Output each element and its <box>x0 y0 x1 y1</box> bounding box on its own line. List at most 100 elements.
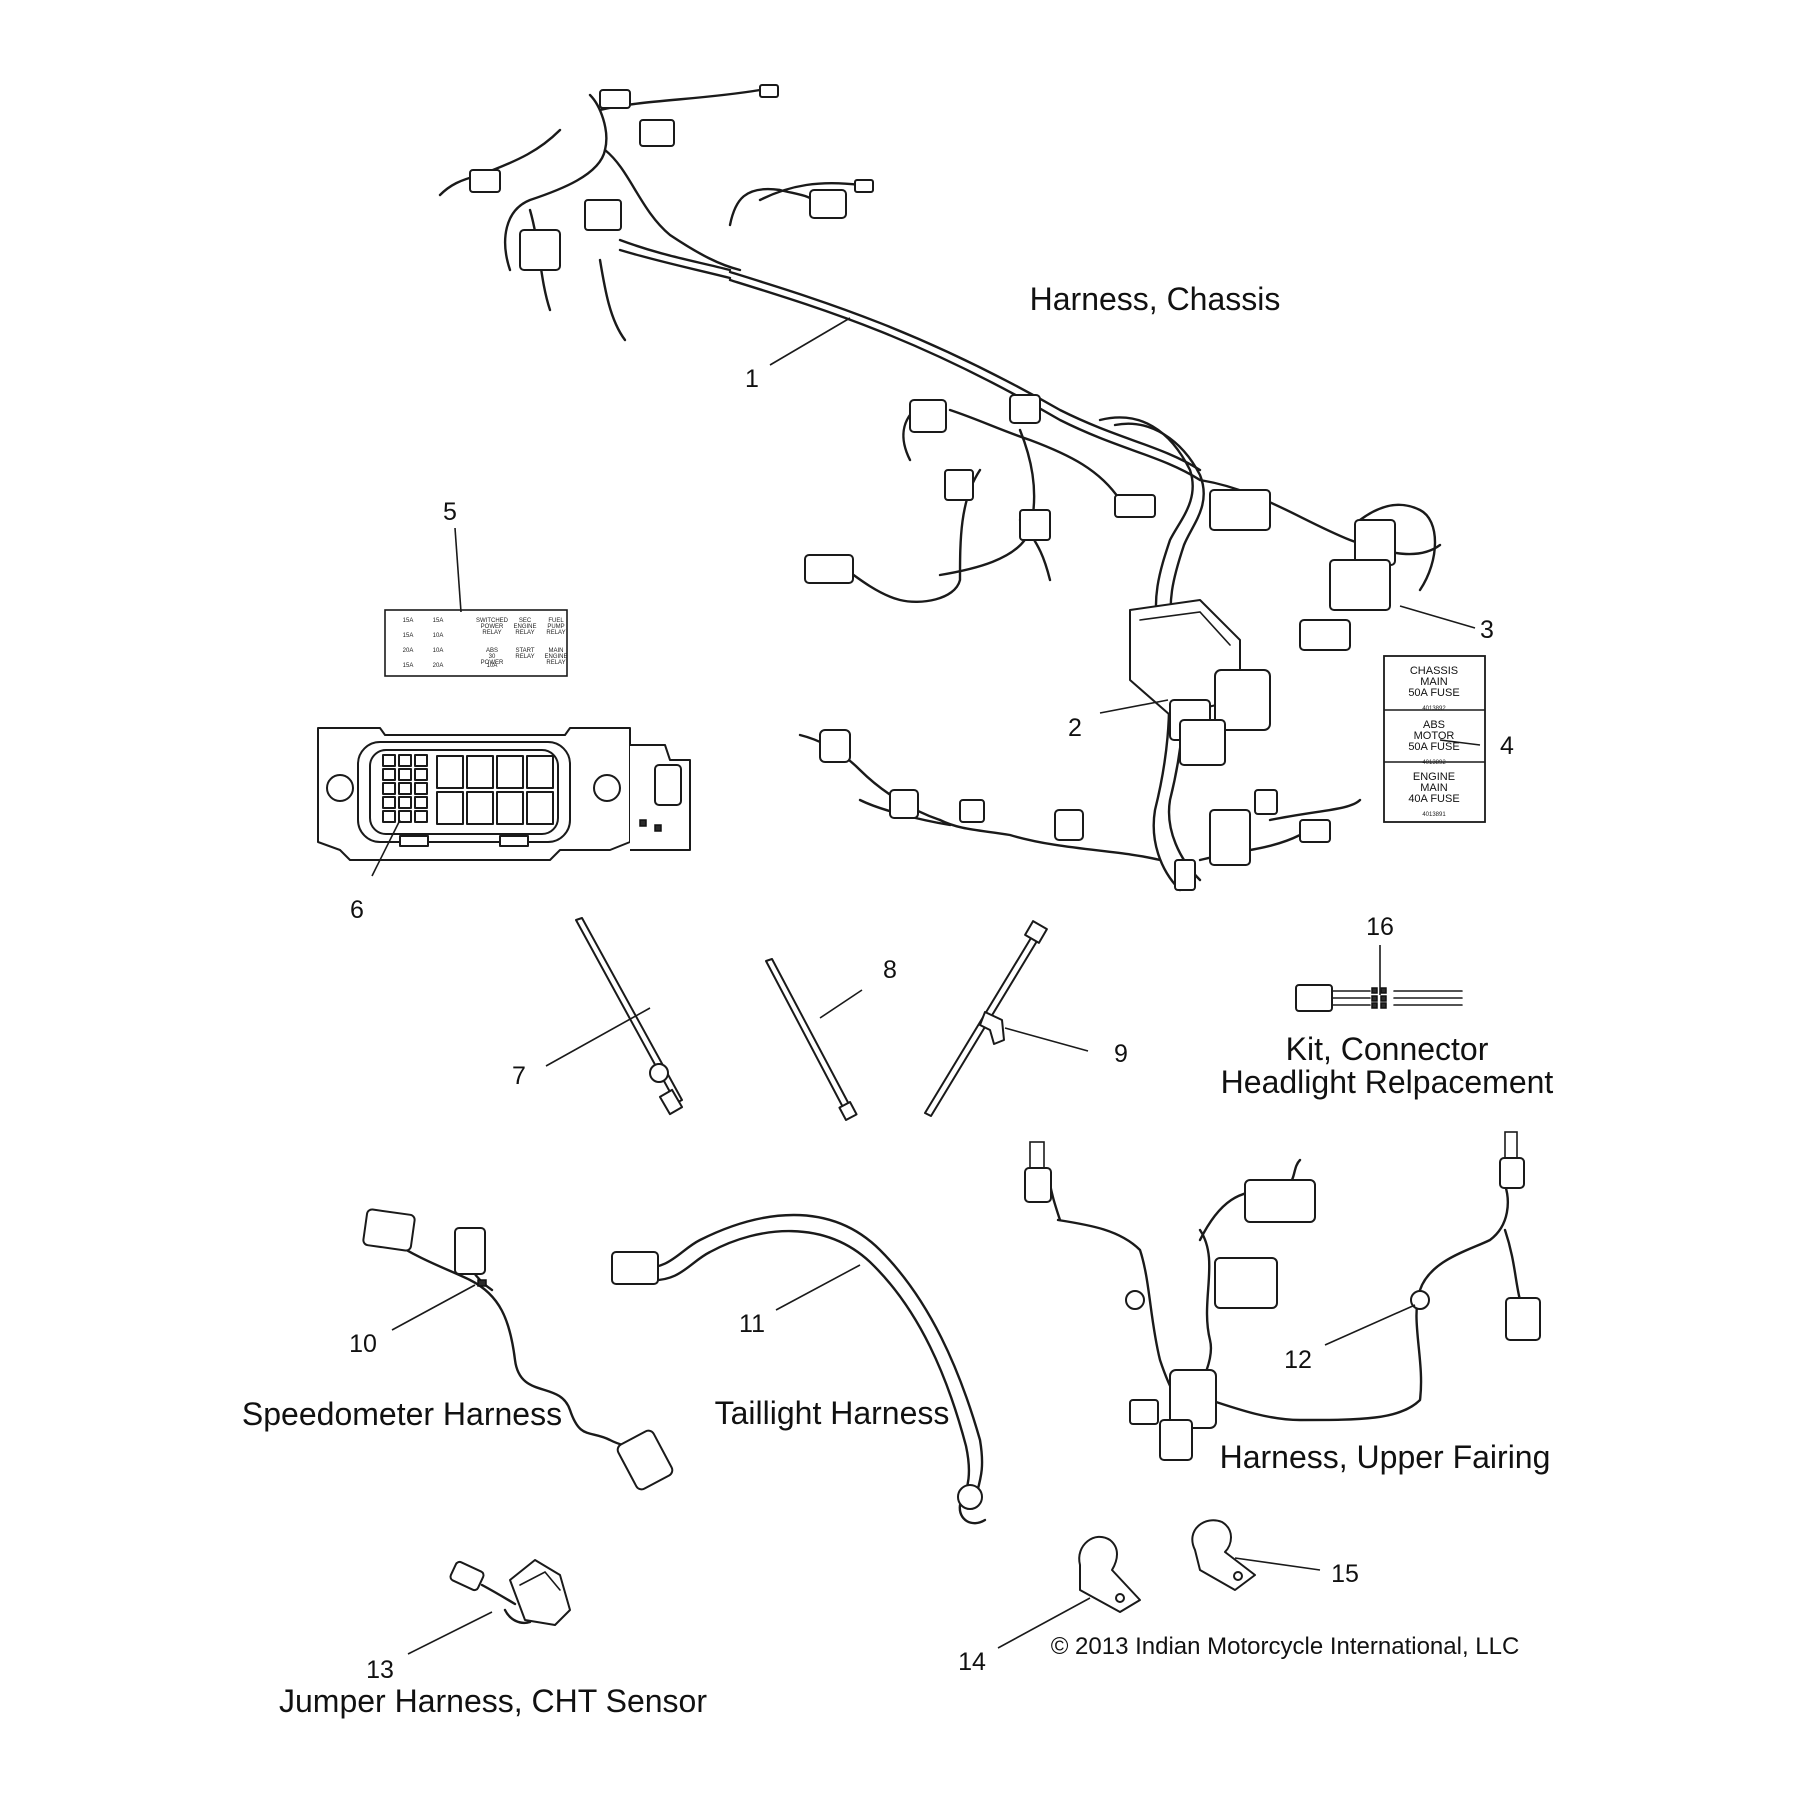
upper-fairing-harness <box>1024 1131 1541 1461</box>
taillight-harness <box>611 1213 987 1525</box>
fuse-slot <box>382 796 396 809</box>
relay-decal-text: RELAY <box>482 630 501 636</box>
relay-decal-text: 15A <box>403 633 414 639</box>
fuse-label-line: ABS <box>1423 719 1445 731</box>
relay-decal-text: RELAY <box>546 630 565 636</box>
relay-decal-text: PUMP <box>547 624 564 630</box>
title-speedometer-harness: Speedometer Harness <box>242 1396 562 1432</box>
fuse-slot <box>382 782 396 795</box>
fuse-slot <box>414 810 428 823</box>
callout-14: 14 <box>958 1648 986 1676</box>
callout-15: 15 <box>1331 1560 1359 1588</box>
callout-numbers: 1 2 3 4 5 6 7 8 9 16 10 11 12 13 14 15 <box>349 365 1514 1684</box>
fuse-label-line: 50A FUSE <box>1408 741 1459 753</box>
relay-decal-text: ABS <box>486 648 498 654</box>
part-titles: Harness, Chassis Kit, Connector Headligh… <box>242 281 1554 1719</box>
relay-slot <box>436 791 464 825</box>
fuse-label-line: 40A FUSE <box>1408 793 1459 805</box>
relay-decal-text: 15A <box>433 618 444 624</box>
callout-7: 7 <box>512 1062 526 1090</box>
relay-decal-text: ENGINE <box>544 654 567 660</box>
fuse-box-cover <box>317 727 691 861</box>
callout-4: 4 <box>1500 732 1514 760</box>
callout-6: 6 <box>350 896 364 924</box>
callout-5: 5 <box>443 498 457 526</box>
fuse-label-line: ENGINE <box>1413 771 1455 783</box>
relay-decal-text: ENGINE <box>513 624 536 630</box>
fuse-slot <box>414 768 428 781</box>
fuse-slot <box>398 754 412 767</box>
relay-decal-text: RELAY <box>515 630 534 636</box>
relay-decal-text: RELAY <box>546 660 565 666</box>
p-clamp-15 <box>1191 1519 1256 1591</box>
fuse-label-line: MAIN <box>1420 676 1448 688</box>
callout-9: 9 <box>1114 1040 1128 1068</box>
relay-decal-text: POWER <box>481 624 504 630</box>
relay-decal-text: FUEL <box>548 618 564 624</box>
fuse-label-part-number: 4013892 <box>1422 760 1446 766</box>
title-kit-connector-line2: Headlight Relpacement <box>1221 1064 1554 1100</box>
fuse-label-part-number: 4013891 <box>1422 812 1446 818</box>
callout-13: 13 <box>366 1656 394 1684</box>
relay-decal-text: START <box>515 648 534 654</box>
callout-2: 2 <box>1068 714 1082 742</box>
chassis-harness-main <box>798 394 1442 892</box>
fuse-label-line: 50A FUSE <box>1408 687 1459 699</box>
fuse-slot <box>398 796 412 809</box>
fuse-slot <box>414 754 428 767</box>
fuse-relay-box <box>1129 599 1271 766</box>
relay-slot <box>526 755 554 789</box>
callout-8: 8 <box>883 956 897 984</box>
chassis-harness-upper <box>438 84 1202 482</box>
fuse-slot <box>398 810 412 823</box>
relay-decal-text: RELAY <box>515 654 534 660</box>
relay-decal-text: 30 <box>489 654 496 660</box>
fuse-slot <box>398 782 412 795</box>
relay-decal-text: MAIN <box>549 648 564 654</box>
relay-decal-text: 10A <box>433 648 444 654</box>
relay-slot <box>496 791 524 825</box>
title-jumper-harness-cht: Jumper Harness, CHT Sensor <box>279 1683 707 1719</box>
callout-10: 10 <box>349 1330 377 1358</box>
copyright-notice: © 2013 Indian Motorcycle International, … <box>1051 1633 1520 1660</box>
relay-slot <box>466 791 494 825</box>
cable-tie-9 <box>924 920 1048 1117</box>
leader-lines <box>371 317 1481 1655</box>
cable-tie-7 <box>575 917 684 1116</box>
fuse-label-line: MAIN <box>1420 782 1448 794</box>
fuse-label-line: CHASSIS <box>1410 665 1458 677</box>
callout-3: 3 <box>1480 616 1494 644</box>
relay-slot <box>436 755 464 789</box>
fuse-label-line: MOTOR <box>1414 730 1455 742</box>
callout-1: 1 <box>745 365 759 393</box>
fuse-label-part-number: 4013892 <box>1422 706 1446 712</box>
callout-16: 16 <box>1366 913 1394 941</box>
fuse-slot <box>414 796 428 809</box>
title-harness-upper-fairing: Harness, Upper Fairing <box>1220 1439 1551 1475</box>
title-harness-chassis: Harness, Chassis <box>1030 281 1281 317</box>
title-kit-connector-line1: Kit, Connector <box>1286 1031 1489 1067</box>
cht-jumper-harness <box>449 1559 571 1626</box>
p-clamp-14 <box>1078 1535 1141 1613</box>
fuse-slot <box>398 768 412 781</box>
speedometer-harness <box>362 1208 674 1491</box>
relay-decal-text: SWITCHED <box>476 618 509 624</box>
relay-decal-text: 10A <box>487 663 498 669</box>
relay-decal-text: SEC <box>519 618 532 624</box>
relay-decal-text: 15A <box>403 663 414 669</box>
relay-slot <box>526 791 554 825</box>
title-taillight-harness: Taillight Harness <box>715 1395 950 1431</box>
relay-decal-text: 20A <box>433 663 444 669</box>
relay-decal-text: 15A <box>403 618 414 624</box>
callout-12: 12 <box>1284 1346 1312 1374</box>
callout-11: 11 <box>739 1310 765 1338</box>
relay-decal-text: POWER <box>481 660 504 666</box>
relay-slot <box>466 755 494 789</box>
relay-decal-text: 20A <box>403 648 414 654</box>
fuse-slot <box>382 768 396 781</box>
fuse-slot <box>382 810 396 823</box>
fuse-slot <box>414 782 428 795</box>
